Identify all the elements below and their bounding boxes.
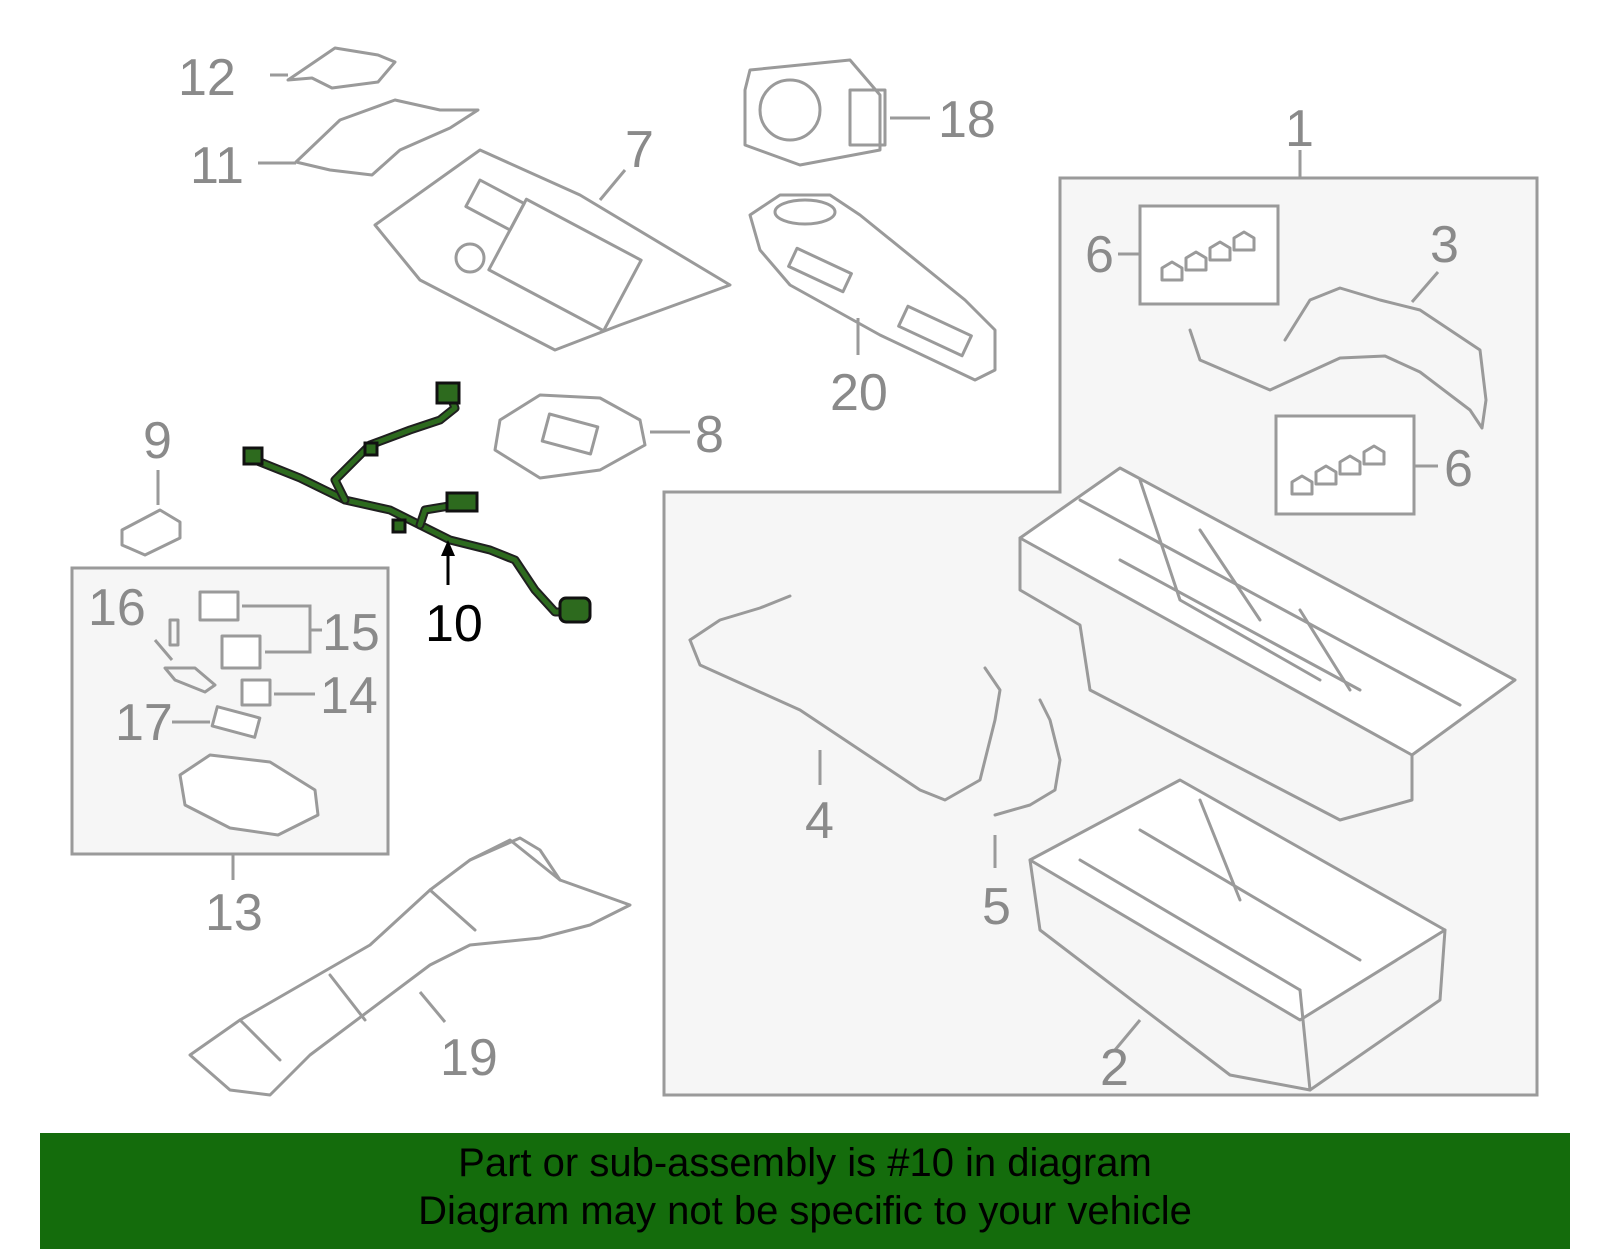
- label-part-6-top[interactable]: 6: [1085, 226, 1114, 284]
- label-part-9[interactable]: 9: [143, 412, 172, 470]
- part-1-tray: [1018, 466, 1517, 822]
- label-part-16[interactable]: 16: [88, 579, 146, 637]
- part-3-harness: [1188, 286, 1488, 430]
- label-part-7[interactable]: 7: [625, 121, 654, 179]
- part-8-plate: [493, 393, 647, 480]
- label-part-18[interactable]: 18: [938, 91, 996, 149]
- label-part-13[interactable]: 13: [205, 884, 263, 942]
- label-part-17[interactable]: 17: [115, 694, 173, 752]
- clip-set-icon: [1290, 444, 1386, 496]
- label-part-1[interactable]: 1: [1285, 100, 1314, 158]
- part-9-connector: [120, 508, 182, 557]
- label-part-2[interactable]: 2: [1100, 1039, 1129, 1097]
- label-part-11[interactable]: 11: [190, 137, 244, 195]
- label-part-10[interactable]: 10: [425, 595, 483, 653]
- part-2-case: [1028, 778, 1447, 1092]
- part-13-base: [178, 753, 320, 837]
- label-part-20[interactable]: 20: [830, 364, 888, 422]
- label-part-12[interactable]: 12: [178, 49, 236, 107]
- part-12-bracket: [286, 46, 397, 90]
- banner-line-2: Diagram may not be specific to your vehi…: [418, 1189, 1192, 1233]
- part-10-wire-harness[interactable]: [242, 381, 592, 624]
- info-banner: Part or sub-assembly is #10 in diagram D…: [40, 1133, 1570, 1249]
- label-part-8[interactable]: 8: [695, 406, 724, 464]
- label-part-4[interactable]: 4: [805, 792, 834, 850]
- label-part-3[interactable]: 3: [1430, 216, 1459, 274]
- part-11-panel: [294, 98, 480, 177]
- part-18-blower: [743, 58, 887, 167]
- part-7-panel: [373, 148, 732, 352]
- clip-set-icon: [1160, 230, 1256, 282]
- label-part-15[interactable]: 15: [322, 604, 380, 662]
- label-part-5[interactable]: 5: [982, 878, 1011, 936]
- label-part-6-right[interactable]: 6: [1444, 440, 1473, 498]
- part-4-harness: [688, 638, 1002, 802]
- part-19-duct: [188, 836, 632, 1097]
- part-5-harness: [993, 698, 1062, 817]
- clips-6-box-right: [1274, 414, 1416, 516]
- label-part-19[interactable]: 19: [440, 1029, 498, 1087]
- part-20-duct: [748, 193, 997, 382]
- label-part-14[interactable]: 14: [320, 667, 378, 725]
- banner-line-1: Part or sub-assembly is #10 in diagram: [458, 1141, 1152, 1185]
